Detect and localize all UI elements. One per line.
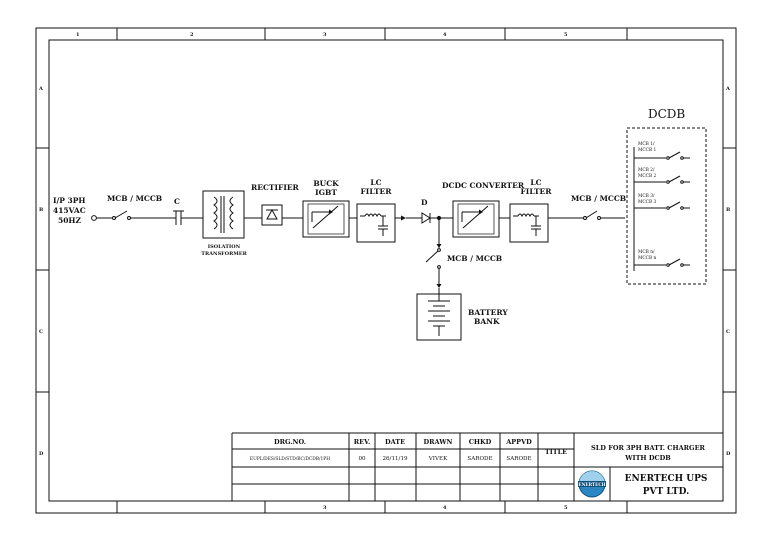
- dcdb-breaker-2-label-1: MCB 2/: [638, 168, 655, 173]
- rectifier-label: RECTIFIER: [251, 183, 300, 192]
- frame-col-2-top: 2: [190, 32, 194, 38]
- tb-rev-value: 00: [358, 456, 366, 462]
- frame-row-d-left: D: [39, 451, 44, 457]
- frame-row-d-right: D: [726, 451, 731, 457]
- tb-drg-no-value: EUPL/DES/SLD/STD/BC/DCDB/1PH: [250, 457, 330, 462]
- buck-label-1: BUCK: [313, 179, 339, 188]
- tb-header-drg-no: DRG.NO.: [274, 438, 306, 446]
- tb-title-line-2: WITH DCDB: [624, 454, 671, 462]
- mcb-output: [583, 210, 625, 220]
- isolation-transformer: [202, 190, 262, 239]
- tb-date-value: 26/11/19: [382, 456, 408, 462]
- frame-row-b-right: B: [726, 207, 730, 213]
- dcdb-breaker-2-label-2: MCCB 2: [638, 174, 656, 179]
- company-name-1: ENERTECH UPS: [625, 474, 708, 484]
- battery-label-1: BATTERY: [468, 308, 508, 317]
- tb-header-date: DATE: [385, 438, 405, 446]
- input-label-2: 415VAC: [53, 206, 86, 215]
- dcdb-breaker-3-label-2: MCCB 3: [638, 200, 656, 205]
- lc-filter-1: [356, 203, 406, 243]
- enertech-logo: ENERTECH: [578, 470, 606, 498]
- dcdb-breaker-1-label-2: MCCB 1: [638, 148, 656, 153]
- input-label-3: 50HZ: [58, 216, 82, 225]
- battery-label-2: BANK: [474, 317, 500, 326]
- mcb-output-label: MCB / MCCB: [571, 194, 626, 203]
- lc2-label-1: LC: [530, 178, 541, 187]
- diode-label: D: [421, 198, 428, 207]
- sheet-frame: [35, 27, 737, 514]
- frame-col-4-top: 4: [443, 32, 447, 38]
- tb-appvd-value: SARODE: [506, 456, 531, 462]
- dcdb-breaker-n: [634, 258, 690, 267]
- frame-col-1-top: 1: [76, 32, 79, 38]
- tb-header-appvd: APPVD: [505, 438, 532, 446]
- input-line: [91, 210, 203, 225]
- lc1-label-1: LC: [370, 178, 381, 187]
- frame-col-3-top: 3: [323, 32, 327, 38]
- company-name-2: PVT LTD.: [643, 487, 690, 497]
- dcdc-converter: [452, 200, 510, 238]
- mcb-battery-label: MCB / MCCB: [447, 254, 502, 263]
- tb-header-chkd: CHKD: [469, 438, 492, 446]
- tb-header-drawn: DRAWN: [424, 438, 453, 446]
- frame-row-a-left: A: [38, 86, 43, 92]
- isolation-label-1: ISOLATION: [208, 244, 241, 250]
- tb-title-line-1: SLD FOR 3PH BATT. CHARGER: [591, 444, 705, 452]
- frame-col-5-top: 5: [564, 32, 568, 38]
- contactor-label: C: [174, 197, 180, 206]
- dcdb-breaker-1: [634, 151, 690, 160]
- mcb-input-label: MCB / MCCB: [107, 194, 162, 203]
- frame-col-5-bottom: 5: [564, 505, 568, 511]
- frame-col-4-bottom: 4: [443, 505, 447, 511]
- frame-row-c-right: C: [726, 329, 730, 335]
- dcdb-breaker-1-label-1: MCB 1/: [638, 142, 655, 147]
- dcdb-panel: [626, 127, 707, 285]
- dcdb-breaker-n-label-1: MCB n/: [638, 250, 655, 255]
- logo-text: ENERTECH: [578, 482, 605, 487]
- battery-branch: [416, 215, 462, 341]
- lc1-label-2: FILTER: [360, 187, 392, 196]
- lc2-label-2: FILTER: [520, 187, 552, 196]
- diode-d: [406, 212, 453, 224]
- buck-igbt: [302, 200, 357, 238]
- dcdb-breaker-3: [634, 201, 690, 210]
- isolation-label-2: TRANSFORMER: [201, 251, 247, 257]
- frame-row-c-left: C: [39, 329, 43, 335]
- frame-row-a-right: A: [725, 86, 730, 92]
- frame-col-3-bottom: 3: [323, 505, 327, 511]
- dcdb-breaker-2: [634, 175, 690, 184]
- dcdb-breaker-3-label-1: MCB 3/: [638, 194, 655, 199]
- lc-filter-2: [509, 203, 583, 243]
- rectifier: [261, 204, 303, 226]
- tb-chkd-value: SARODE: [467, 456, 492, 462]
- buck-label-2: IGBT: [315, 188, 337, 197]
- input-label-1: I/P 3PH: [53, 196, 85, 205]
- tb-header-title: TITLE: [545, 448, 567, 456]
- dcdb-title: DCDB: [648, 107, 685, 121]
- title-block-grid: [231, 432, 723, 501]
- frame-row-b-left: B: [39, 207, 43, 213]
- dcdb-breaker-n-label-2: MCCB n: [638, 256, 656, 261]
- tb-drawn-value: VIVEK: [428, 456, 448, 462]
- dcdc-label: DCDC CONVERTER: [442, 181, 525, 190]
- tb-header-rev: REV.: [354, 438, 371, 446]
